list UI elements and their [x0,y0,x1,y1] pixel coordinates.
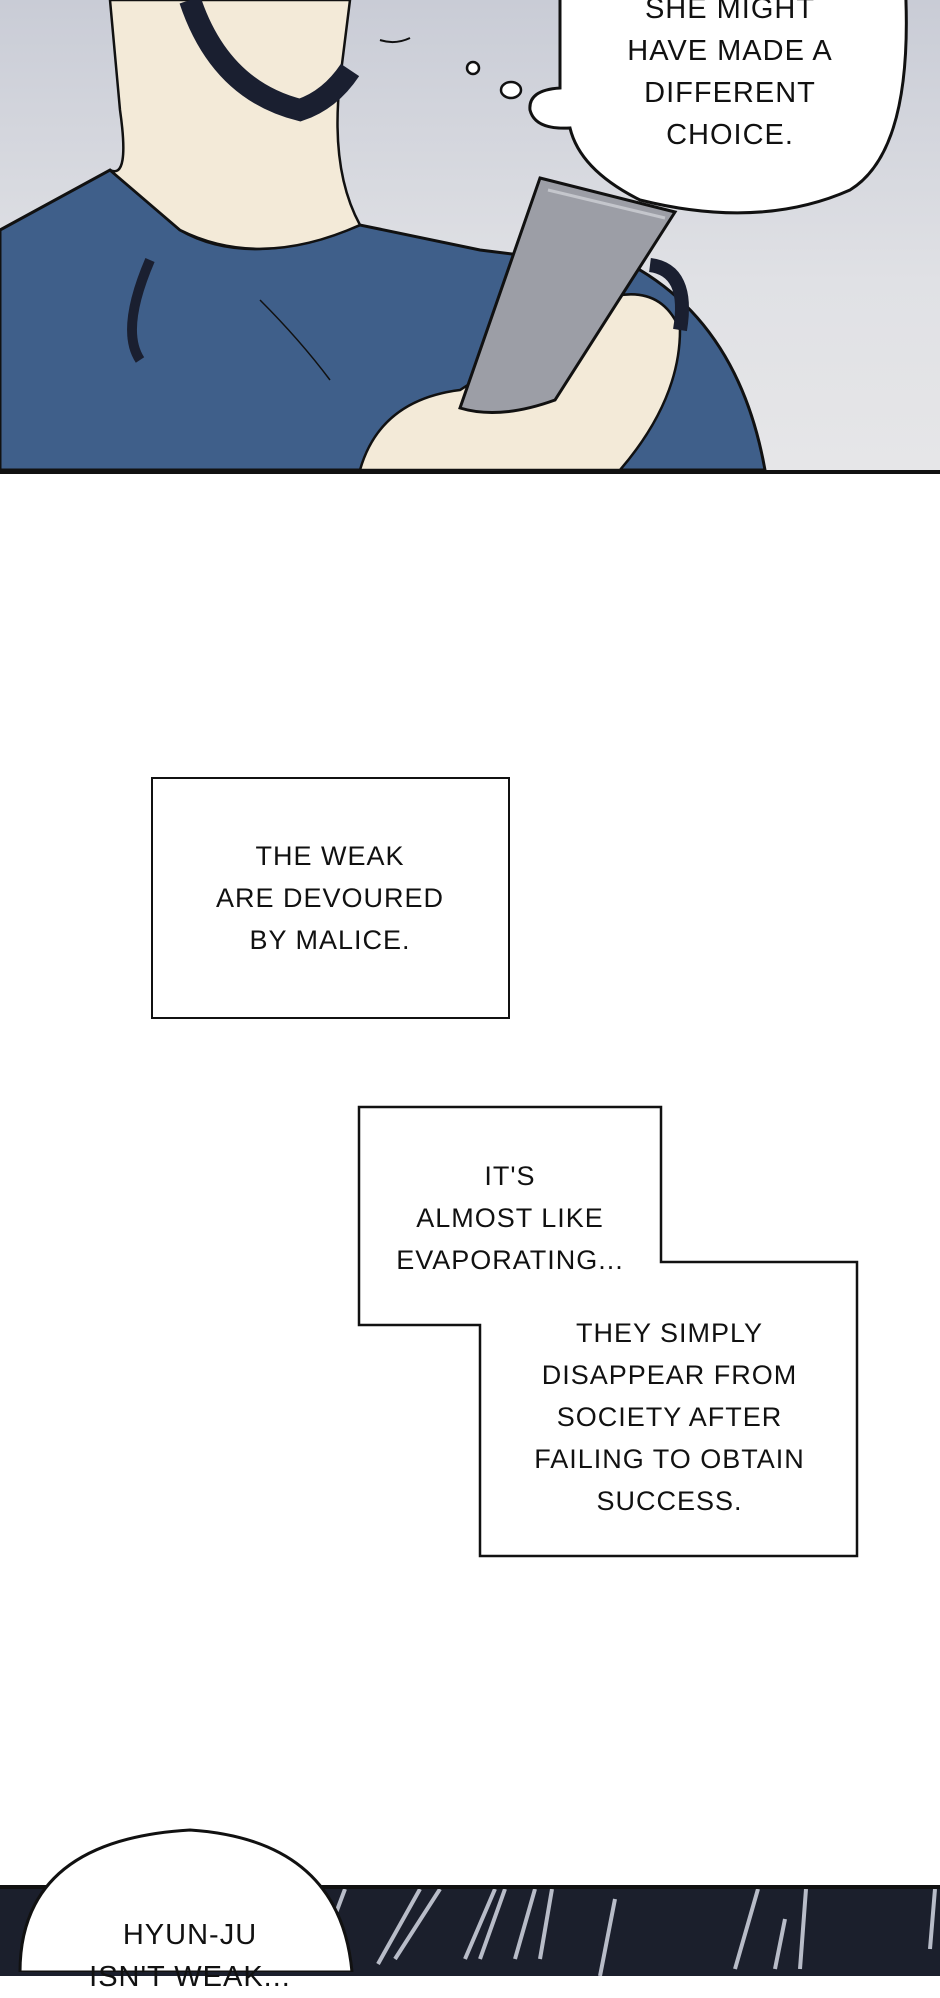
caption-line: ALMOST LIKE [416,1203,604,1233]
caption-line: BY MALICE. [249,925,411,955]
caption-box-evaporating: IT'S ALMOST LIKE EVAPORATING... [360,1155,660,1281]
bubble-line: CHOICE. [666,119,794,151]
caption-line: DISAPPEAR FROM [541,1360,798,1390]
caption-line: IT'S [484,1161,536,1191]
caption-box-disappear: THEY SIMPLY DISAPPEAR FROM SOCIETY AFTER… [482,1312,857,1522]
bubble-line: ISN'T WEAK... [89,1961,291,1993]
bubble-line: HAVE MADE A [627,35,833,67]
phone [458,176,678,414]
thought-bubble-text: SHE MIGHT HAVE MADE A DIFFERENT CHOICE. [580,0,880,156]
caption-line: THE WEAK [255,841,405,871]
caption-line: EVAPORATING... [396,1245,624,1275]
caption-line: FAILING TO OBTAIN [534,1444,805,1474]
caption-line: SUCCESS. [596,1486,743,1516]
caption-box-weak: THE WEAK ARE DEVOURED BY MALICE. [151,777,510,1019]
bubble-line: SHE MIGHT [644,0,816,25]
thought-bubble-shape [465,0,908,215]
caption-line: THEY SIMPLY [575,1318,764,1348]
speech-bubble-text: HYUN-JU ISN'T WEAK... [40,1914,340,1998]
bubble-line: HYUN-JU [122,1919,258,1951]
caption-line: SOCIETY AFTER [556,1402,783,1432]
man-holding-phone-illustration [0,0,767,470]
caption-line: ARE DEVOURED [215,883,445,913]
top-comic-panel: SHE MIGHT HAVE MADE A DIFFERENT CHOICE. [0,0,940,474]
bubble-line: DIFFERENT [644,77,816,109]
